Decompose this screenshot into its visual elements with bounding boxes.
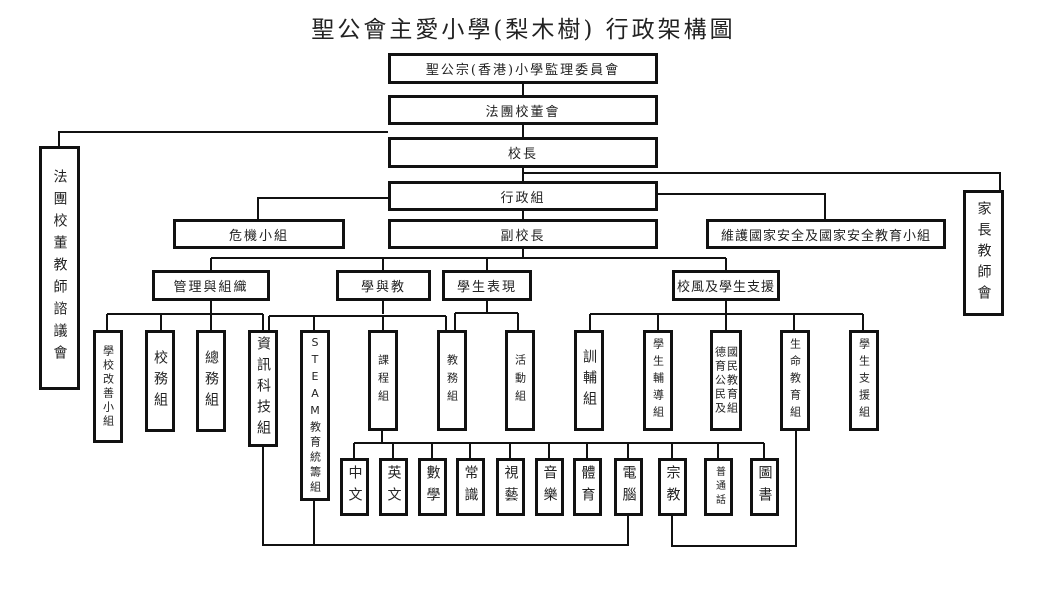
- node-label: 學生表現: [456, 280, 517, 295]
- node-admin-group: 行政組: [388, 181, 658, 211]
- node-school-improvement: 學校改善小組: [93, 330, 123, 443]
- node-student-guidance: 學生輔導組: [643, 330, 673, 431]
- node-management: 管理與組織: [152, 270, 270, 301]
- node-supervisory-committee: 聖公宗(香港)小學監理委員會: [388, 53, 658, 84]
- node-label: 校風及學生支援: [676, 280, 775, 295]
- connector: [262, 446, 629, 546]
- subject-label: 中文: [346, 465, 363, 509]
- subject-box: 英文: [379, 458, 408, 516]
- connector: [257, 197, 388, 219]
- connector: [523, 172, 1001, 190]
- subject-label: 普通話: [713, 466, 725, 508]
- node-label: 總務組: [203, 349, 219, 413]
- subject-label: 常識: [462, 465, 479, 509]
- subject-label: 英文: [385, 465, 402, 509]
- subject-box: 中文: [340, 458, 369, 516]
- node-label: 訓輔組: [581, 349, 597, 412]
- node-learning-teaching: 學與教: [336, 270, 431, 301]
- node-label: 校長: [507, 147, 538, 162]
- node-incorporated-board: 法團校董會: [388, 95, 658, 125]
- node-label: 課程組: [376, 353, 390, 408]
- subject-box: 圖書: [750, 458, 779, 516]
- node-label: 家長教師會: [975, 200, 992, 306]
- node-label: 副校長: [500, 228, 546, 244]
- subject-label: 電腦: [620, 465, 637, 509]
- subject-label: 音樂: [541, 465, 558, 509]
- node-principal: 校長: [388, 137, 658, 168]
- node-school-affairs: 校務組: [145, 330, 175, 432]
- node-label-right: 國民教育組: [725, 345, 739, 416]
- connector: [658, 193, 826, 219]
- node-label: 學與教: [360, 280, 406, 295]
- node-label: 行政組: [500, 190, 546, 206]
- node-crisis-team: 危機小組: [173, 219, 345, 249]
- node-discipline-group: 訓輔組: [574, 330, 604, 431]
- node-label: 管理與組織: [173, 280, 249, 295]
- subject-box: 電腦: [614, 458, 643, 516]
- node-label: 生命教育組: [788, 338, 802, 423]
- subject-label: 視藝: [502, 465, 519, 509]
- node-label: 校務組: [152, 349, 168, 413]
- node-label: 活動組: [513, 353, 527, 408]
- node-label: 聖公宗(香港)小學監理委員會: [425, 63, 621, 78]
- node-vice-principal: 副校長: [388, 219, 658, 249]
- chart-title: 聖公會主愛小學(梨木樹) 行政架構圖: [311, 17, 736, 43]
- subject-box: 常識: [456, 458, 485, 516]
- node-label: 法團校董教師諮議會: [51, 169, 68, 367]
- connector: [58, 131, 388, 146]
- subject-box: 普通話: [704, 458, 733, 516]
- node-civic-national-education: 國民教育組 德育公民及: [710, 330, 742, 431]
- subject-box: 視藝: [496, 458, 525, 516]
- subject-label: 宗教: [664, 465, 681, 509]
- node-national-security-team: 維護國家安全及國家安全教育小組: [706, 219, 946, 249]
- node-pta: 家長教師會: [963, 190, 1004, 316]
- node-label: 資訊科技組: [255, 336, 271, 441]
- node-student-performance: 學生表現: [442, 270, 532, 301]
- subject-box: 宗教: [658, 458, 687, 516]
- node-label: 學生支援組: [857, 338, 871, 423]
- node-label: 維護國家安全及國家安全教育小組: [720, 228, 931, 244]
- subject-label: 圖書: [756, 465, 773, 509]
- subject-box: 音樂: [535, 458, 564, 516]
- node-label: 危機小組: [228, 228, 289, 244]
- node-it-group: 資訊科技組: [248, 330, 278, 447]
- node-label: 學生輔導組: [651, 338, 665, 423]
- node-steam-group: STEAM教育統籌組: [300, 330, 330, 501]
- node-life-education: 生命教育組: [780, 330, 810, 431]
- node-general-affairs: 總務組: [196, 330, 226, 432]
- node-curriculum-group: 課程組: [368, 330, 398, 431]
- node-activities-group: 活動組: [505, 330, 535, 431]
- subject-label: 體育: [579, 465, 596, 509]
- node-label: 教務組: [445, 353, 459, 408]
- node-label: 法團校董會: [485, 104, 561, 120]
- node-student-support: 學生支援組: [849, 330, 879, 431]
- connector: [671, 430, 797, 547]
- node-label: STEAM教育統籌組: [308, 335, 322, 496]
- node-label: 學校改善小組: [101, 344, 115, 429]
- node-school-culture: 校風及學生支援: [672, 270, 780, 301]
- subject-label: 數學: [424, 465, 441, 509]
- subject-box: 體育: [573, 458, 602, 516]
- node-teachers-council: 法團校董教師諮議會: [39, 146, 80, 390]
- node-academic-affairs: 教務組: [437, 330, 467, 431]
- subject-box: 數學: [418, 458, 447, 516]
- node-label-left: 德育公民及: [713, 345, 727, 416]
